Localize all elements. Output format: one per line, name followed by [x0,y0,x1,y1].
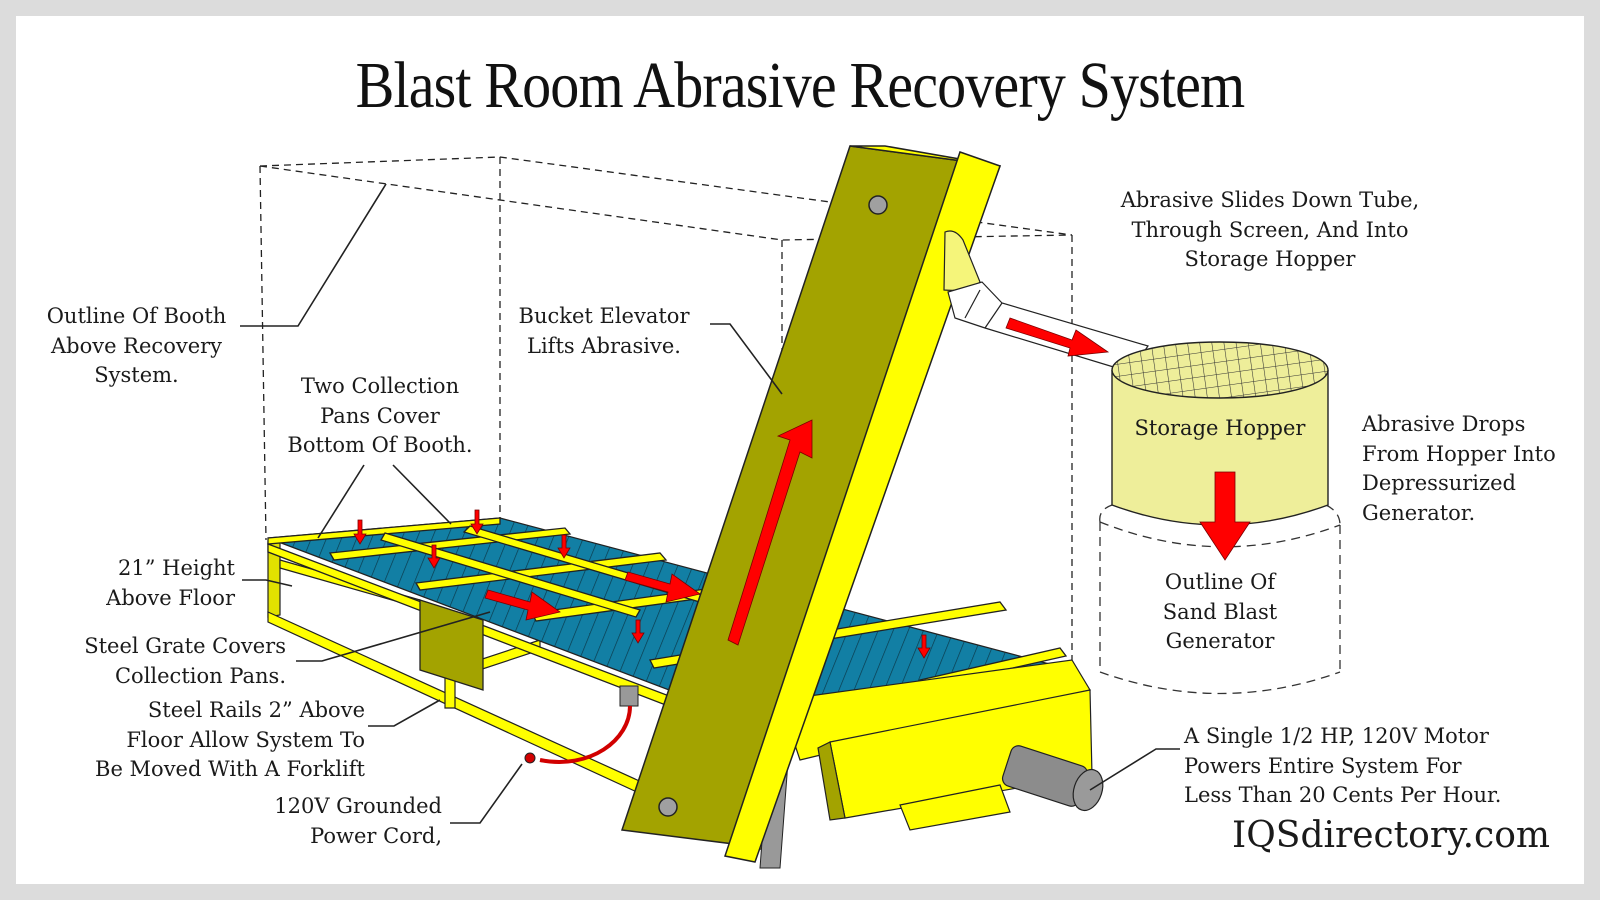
arrow-pan-2 [624,571,701,603]
arrow-pan-1 [484,589,561,621]
arrow-hopper-down [1199,471,1251,561]
label-height: 21” Height Above Floor [106,556,235,610]
power-cord [524,685,639,764]
label-power-cord: 120V Grounded Power Cord, [274,794,442,848]
label-booth-outline: Outline Of Booth Above Recovery System. [46,304,227,387]
arrow-elevator-up [727,419,813,646]
leader-lines [240,183,1180,824]
steel-grate-platform [267,517,1073,753]
flow-arrows [353,317,1251,659]
label-collection-pans: Two Collection Pans Cover Bottom Of Boot… [287,374,473,457]
label-generator-outline: Outline Of Sand Blast Generator [1162,570,1278,653]
label-motor: A Single 1/2 HP, 120V Motor Powers Entir… [1184,724,1502,807]
label-hopper-drop: Abrasive Drops From Hopper Into Depressu… [1362,412,1556,525]
storage-hopper [1111,341,1329,526]
arrow-tube [1005,317,1110,357]
arrow-drop-4 [557,534,571,559]
arrow-drop-6 [917,634,931,659]
arrow-drop-2 [470,509,484,535]
label-storage-hopper: Storage Hopper [1134,416,1306,440]
arrow-drop-3 [427,544,441,569]
brand-watermark: IQSdirectory.com [1232,815,1550,856]
label-tube: Abrasive Slides Down Tube, Through Scree… [1120,188,1420,271]
page-title: Blast Room Abrasive Recovery System [355,49,1246,122]
arrow-drop-5 [631,619,645,644]
label-steel-grate: Steel Grate Covers Collection Pans. [84,634,286,688]
bucket-elevator [620,145,1002,863]
motor [1001,745,1104,812]
label-steel-rails: Steel Rails 2” Above Floor Allow System … [95,698,365,781]
arrow-drop-1 [353,519,367,545]
label-bucket-elevator: Bucket Elevator Lifts Abrasive. [518,304,690,358]
